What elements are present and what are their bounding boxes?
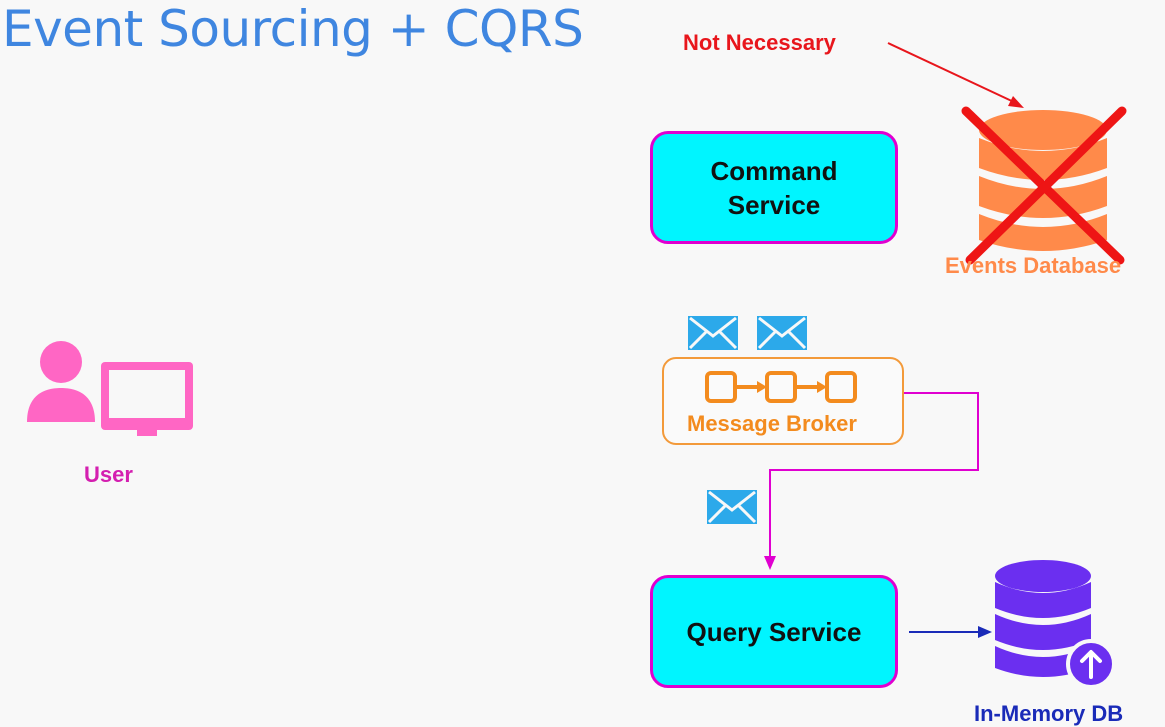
- message-broker-label: Message Broker: [687, 411, 857, 436]
- not-necessary-label: Not Necessary: [683, 30, 836, 55]
- cross-out-mark: [961, 106, 1127, 265]
- in-memory-db-icon: [995, 560, 1116, 689]
- envelope-icon: [707, 490, 757, 524]
- query-service-box[interactable]: Query Service: [650, 575, 898, 688]
- command-service-label-line1: Command: [710, 155, 838, 186]
- command-service-box[interactable]: Command Service: [650, 131, 898, 244]
- envelope-icon: [757, 316, 807, 350]
- events-database-label: Events Database: [945, 253, 1122, 278]
- envelope-icon: [688, 316, 738, 350]
- page-title: Event Sourcing + CQRS: [2, 0, 584, 58]
- queue-icon: [705, 371, 857, 403]
- query-service-label: Query Service: [686, 616, 862, 647]
- command-service-label-line2: Service: [727, 189, 821, 220]
- user-computer-icon: [27, 341, 193, 436]
- in-memory-db-label: In-Memory DB: [974, 701, 1124, 726]
- user-label: User: [84, 462, 133, 487]
